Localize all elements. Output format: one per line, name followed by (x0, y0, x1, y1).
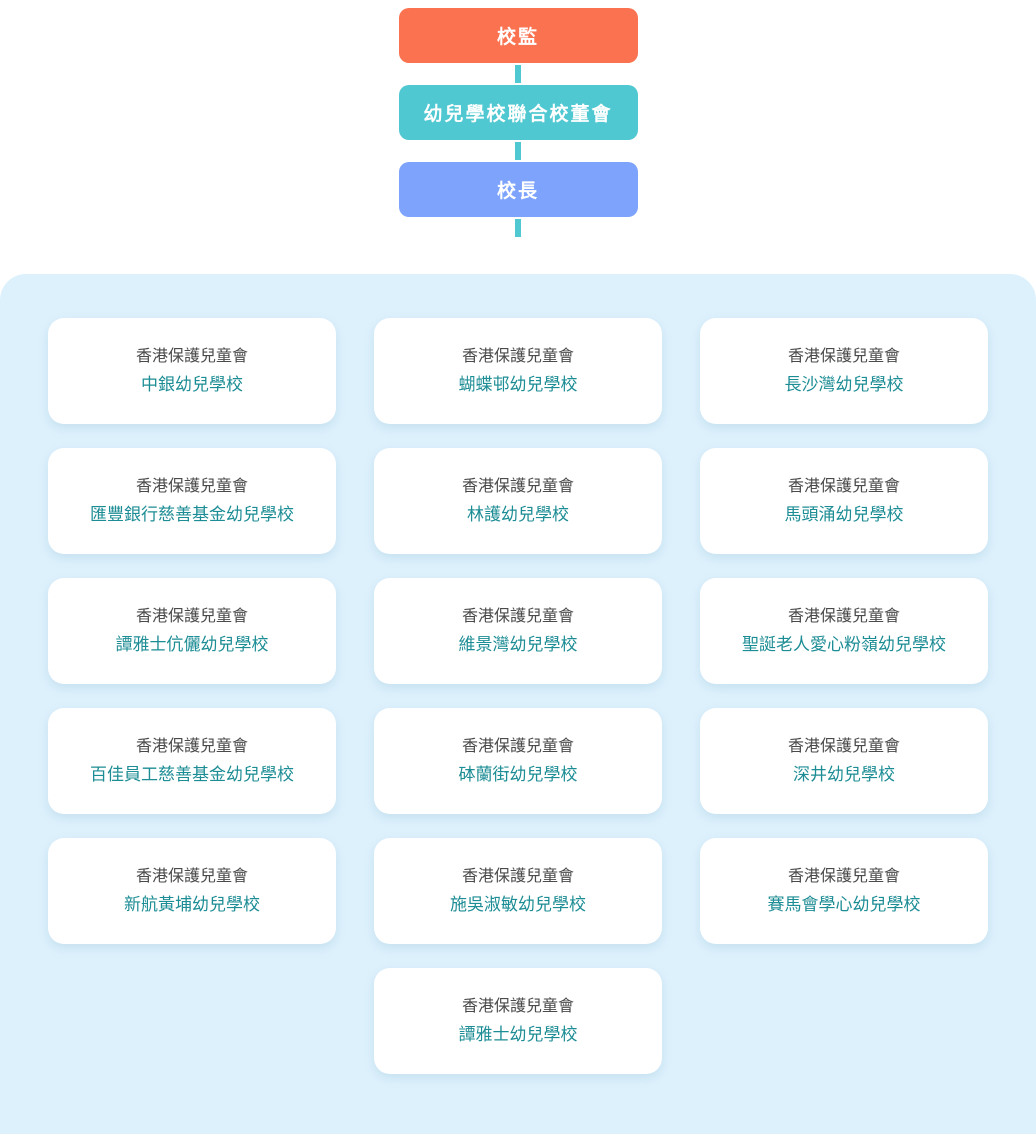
schools-column-1: 香港保護兒童會 中銀幼兒學校 香港保護兒童會 匯豐銀行慈善基金幼兒學校 香港保護… (48, 318, 336, 1074)
schools-column-3: 香港保護兒童會 長沙灣幼兒學校 香港保護兒童會 馬頭涌幼兒學校 香港保護兒童會 … (700, 318, 988, 1074)
card-school-name: 聖誕老人愛心粉嶺幼兒學校 (742, 635, 946, 656)
school-card[interactable]: 香港保護兒童會 譚雅士幼兒學校 (374, 968, 662, 1074)
card-org-name: 香港保護兒童會 (135, 865, 248, 885)
card-school-name: 百佳員工慈善基金幼兒學校 (90, 765, 294, 786)
connector-principal-to-schools (515, 219, 521, 237)
card-school-name: 深井幼兒學校 (793, 765, 895, 786)
school-card[interactable]: 香港保護兒童會 馬頭涌幼兒學校 (700, 448, 988, 554)
card-org-name: 香港保護兒童會 (135, 345, 248, 365)
connector-supervisor-to-board (515, 65, 521, 83)
schools-grid: 香港保護兒童會 中銀幼兒學校 香港保護兒童會 匯豐銀行慈善基金幼兒學校 香港保護… (48, 318, 988, 1074)
card-school-name: 施吳淑敏幼兒學校 (450, 895, 586, 916)
card-school-name: 砵蘭街幼兒學校 (458, 765, 578, 786)
school-card[interactable]: 香港保護兒童會 百佳員工慈善基金幼兒學校 (48, 708, 336, 814)
school-card[interactable]: 香港保護兒童會 深井幼兒學校 (700, 708, 988, 814)
card-org-name: 香港保護兒童會 (787, 735, 900, 755)
card-org-name: 香港保護兒童會 (135, 735, 248, 755)
school-card[interactable]: 香港保護兒童會 新航黃埔幼兒學校 (48, 838, 336, 944)
card-school-name: 蝴蝶邨幼兒學校 (458, 375, 578, 396)
card-org-name: 香港保護兒童會 (787, 605, 900, 625)
school-card[interactable]: 香港保護兒童會 長沙灣幼兒學校 (700, 318, 988, 424)
card-school-name: 中銀幼兒學校 (141, 375, 243, 396)
card-org-name: 香港保護兒童會 (461, 345, 574, 365)
node-principal[interactable]: 校長 (398, 162, 638, 217)
card-school-name: 馬頭涌幼兒學校 (784, 505, 904, 526)
card-school-name: 賽馬會學心幼兒學校 (767, 895, 921, 916)
card-org-name: 香港保護兒童會 (787, 345, 900, 365)
card-school-name: 新航黃埔幼兒學校 (124, 895, 260, 916)
schools-panel: 香港保護兒童會 中銀幼兒學校 香港保護兒童會 匯豐銀行慈善基金幼兒學校 香港保護… (0, 274, 1036, 1134)
node-board[interactable]: 幼兒學校聯合校董會 (398, 85, 638, 140)
hierarchy-chain: 校監 幼兒學校聯合校董會 校長 (0, 0, 1036, 239)
card-org-name: 香港保護兒童會 (461, 735, 574, 755)
card-org-name: 香港保護兒童會 (135, 475, 248, 495)
card-org-name: 香港保護兒童會 (461, 995, 574, 1015)
school-card[interactable]: 香港保護兒童會 砵蘭街幼兒學校 (374, 708, 662, 814)
card-school-name: 譚雅士伉儷幼兒學校 (115, 635, 269, 656)
connector-board-to-principal (515, 142, 521, 160)
node-supervisor[interactable]: 校監 (398, 8, 638, 63)
card-school-name: 長沙灣幼兒學校 (784, 375, 904, 396)
card-org-name: 香港保護兒童會 (461, 865, 574, 885)
school-card[interactable]: 香港保護兒童會 蝴蝶邨幼兒學校 (374, 318, 662, 424)
school-card[interactable]: 香港保護兒童會 賽馬會學心幼兒學校 (700, 838, 988, 944)
card-org-name: 香港保護兒童會 (135, 605, 248, 625)
card-org-name: 香港保護兒童會 (461, 605, 574, 625)
card-school-name: 譚雅士幼兒學校 (458, 1025, 578, 1046)
card-org-name: 香港保護兒童會 (461, 475, 574, 495)
card-org-name: 香港保護兒童會 (787, 865, 900, 885)
school-card[interactable]: 香港保護兒童會 林護幼兒學校 (374, 448, 662, 554)
school-card[interactable]: 香港保護兒童會 維景灣幼兒學校 (374, 578, 662, 684)
school-card[interactable]: 香港保護兒童會 中銀幼兒學校 (48, 318, 336, 424)
card-org-name: 香港保護兒童會 (787, 475, 900, 495)
school-card[interactable]: 香港保護兒童會 施吳淑敏幼兒學校 (374, 838, 662, 944)
school-card[interactable]: 香港保護兒童會 匯豐銀行慈善基金幼兒學校 (48, 448, 336, 554)
card-school-name: 維景灣幼兒學校 (458, 635, 578, 656)
school-card[interactable]: 香港保護兒童會 譚雅士伉儷幼兒學校 (48, 578, 336, 684)
card-school-name: 林護幼兒學校 (467, 505, 569, 526)
card-school-name: 匯豐銀行慈善基金幼兒學校 (90, 505, 294, 526)
schools-column-2: 香港保護兒童會 蝴蝶邨幼兒學校 香港保護兒童會 林護幼兒學校 香港保護兒童會 維… (374, 318, 662, 1074)
school-card[interactable]: 香港保護兒童會 聖誕老人愛心粉嶺幼兒學校 (700, 578, 988, 684)
